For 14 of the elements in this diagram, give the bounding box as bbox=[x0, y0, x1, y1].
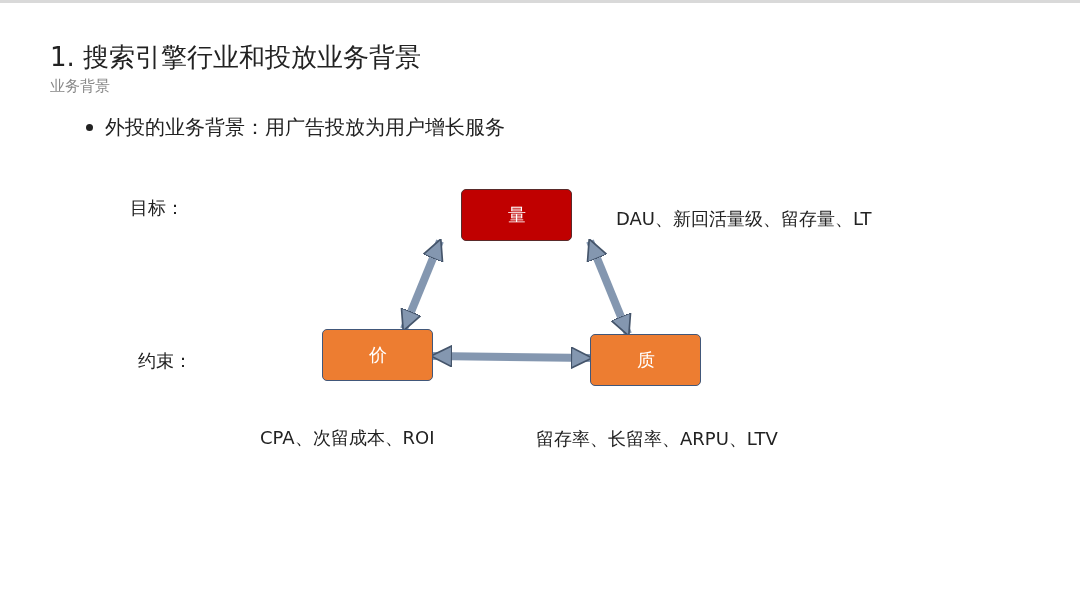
node-label: 价 bbox=[368, 343, 387, 367]
bullet-text: 外投的业务背景：用广告投放为用户增长服务 bbox=[105, 114, 505, 141]
subtitle: 业务背景 bbox=[50, 77, 110, 96]
node-label: 质 bbox=[636, 348, 655, 372]
row-label: 约束： bbox=[138, 349, 192, 373]
metric-text: DAU、新回活量级、留存量、LT bbox=[616, 207, 872, 231]
process-box bbox=[590, 334, 701, 386]
row-label: 目标： bbox=[130, 196, 184, 220]
node-label: 量 bbox=[507, 203, 526, 227]
process-box bbox=[461, 189, 572, 241]
process-box bbox=[322, 329, 433, 381]
metric-text: CPA、次留成本、ROI bbox=[260, 426, 435, 450]
metric-text: 留存率、长留率、ARPU、LTV bbox=[536, 427, 778, 451]
slide-title: 1. 搜索引擎行业和投放业务背景 bbox=[50, 41, 422, 74]
